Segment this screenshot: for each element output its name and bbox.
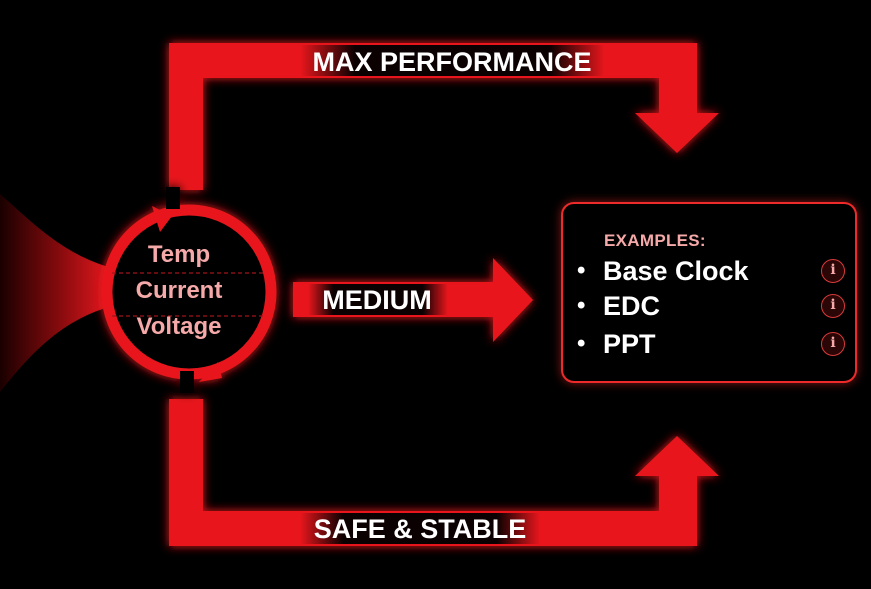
info-icon[interactable]: i bbox=[821, 332, 845, 356]
sensor-voltage: Voltage bbox=[137, 313, 222, 340]
example-label: Base Clock bbox=[603, 256, 749, 286]
loop-arrowhead-top bbox=[152, 206, 172, 232]
monitoring-loop bbox=[101, 187, 277, 393]
example-label: EDC bbox=[603, 291, 661, 321]
info-icon[interactable]: i bbox=[821, 294, 845, 318]
example-label: PPT bbox=[603, 329, 656, 359]
sensor-temp: Temp bbox=[148, 241, 210, 268]
example-item-ppt: • PPT i bbox=[577, 327, 845, 361]
loop-arrow-lower bbox=[101, 204, 190, 380]
top-label-band bbox=[300, 45, 605, 76]
bullet: • bbox=[577, 257, 586, 284]
bottom-label-band bbox=[300, 513, 540, 544]
examples-title: EXAMPLES: bbox=[604, 231, 706, 250]
loop-arrowhead-bottom bbox=[199, 362, 222, 382]
sensor-current: Current bbox=[136, 277, 223, 304]
middle-label-band bbox=[308, 284, 448, 315]
max-performance-label: MAX PERFORMANCE bbox=[312, 47, 591, 77]
safe-stable-label: SAFE & STABLE bbox=[314, 514, 527, 544]
input-funnel bbox=[0, 194, 112, 392]
example-item-edc: • EDC i bbox=[577, 289, 845, 323]
bullet: • bbox=[577, 330, 586, 357]
medium-label: MEDIUM bbox=[322, 285, 432, 315]
info-icon[interactable]: i bbox=[821, 259, 845, 283]
bullet: • bbox=[577, 292, 586, 319]
examples-box: EXAMPLES: • Base Clock i • EDC i • PPT i bbox=[561, 202, 857, 383]
loop-arrow-upper bbox=[188, 204, 277, 380]
example-item-base-clock: • Base Clock i bbox=[577, 254, 845, 288]
